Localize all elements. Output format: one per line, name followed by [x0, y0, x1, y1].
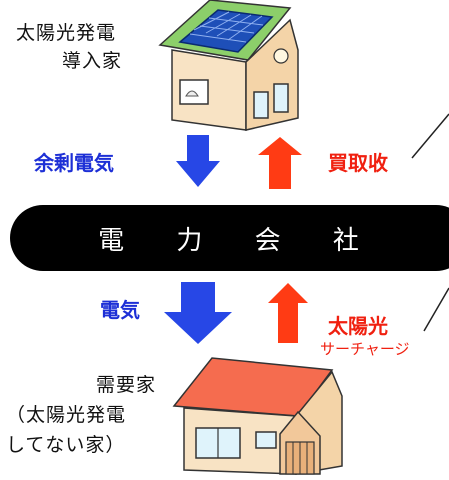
- bottom-house-label-line1: 需要家: [96, 374, 157, 396]
- up-arrow-icon: [268, 283, 308, 343]
- house-icon: [172, 357, 343, 475]
- power-company-bar: 電 力 会 社: [10, 205, 449, 271]
- solar-house-icon: [158, 0, 299, 131]
- bottom-house-label-line3: してない家）: [6, 434, 126, 456]
- up-arrow-icon: [258, 137, 302, 189]
- purchase-label: 買取收: [328, 151, 388, 175]
- electricity-label: 電気: [100, 298, 140, 322]
- surplus-electricity-label: 余剰電気: [34, 151, 114, 175]
- top-house-label-line1: 太陽光発電: [16, 22, 117, 44]
- solar-label: 太陽光: [328, 314, 388, 338]
- bottom-house-label-line2: （太陽光発電: [6, 404, 127, 426]
- down-arrow-icon: [164, 282, 232, 344]
- surcharge-label: サーチャージ: [320, 340, 410, 358]
- down-arrow-icon: [176, 135, 220, 187]
- top-house-label-line2: 導入家: [62, 50, 123, 72]
